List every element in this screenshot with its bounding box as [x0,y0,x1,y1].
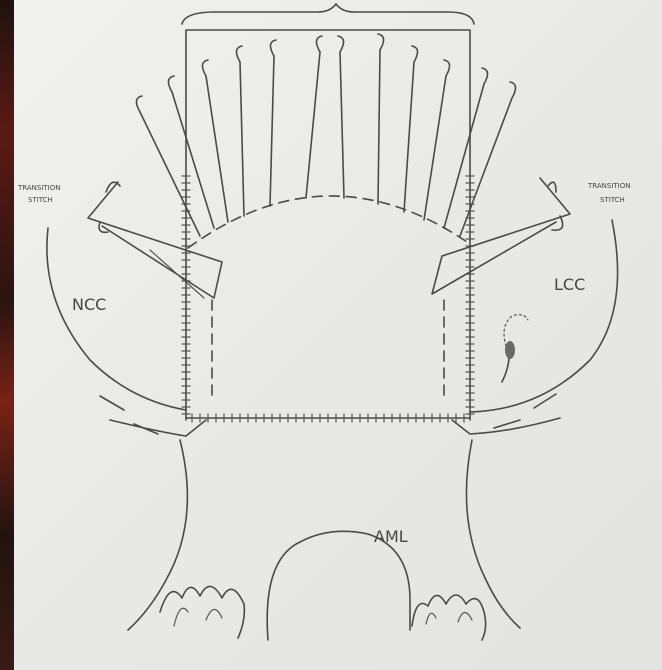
suture-hook [412,46,418,62]
suture-hook [510,82,516,98]
suture-hook [338,36,344,52]
wall-dash-right-2 [494,420,520,428]
suture-hook [444,60,450,76]
pledgeted-suture [140,112,200,236]
pledgeted-suture [378,50,380,204]
lcc-sinus-outline [470,220,618,412]
pledgeted-suture [172,92,214,228]
suture-hook [236,46,242,62]
suture-hook [136,96,142,112]
ventricle-outline-right [466,440,520,628]
label-transition-left-2: STITCH [28,196,53,204]
papillary-right [412,595,486,640]
transition-stitch-left [88,182,222,298]
ncc-sinus-outline [47,228,186,410]
pledgeted-suture [404,62,414,212]
pledgeted-suture [306,52,320,198]
trigone-right [452,418,560,434]
aml-outline [267,531,410,640]
suture-fan [136,34,515,236]
pledgeted-suture [270,56,274,206]
suture-hook [378,34,384,50]
wall-dash-right-1 [534,394,556,408]
ventricle-outline-left [128,440,187,630]
suture-hook [316,36,322,52]
label-transition-left-1: TRANSITION [17,184,60,192]
label-transition-right-2: STITCH [600,196,625,204]
suture-hook [168,76,174,92]
suture-hook [202,60,208,76]
pledgeted-suture [424,76,446,220]
pledgeted-suture [460,98,512,236]
patch-outline [186,30,470,420]
label-transition-right-1: TRANSITION [587,182,630,190]
label-lcc: LCC [554,275,585,294]
top-brace [182,4,474,24]
papillary-left [160,586,244,638]
suture-hook [482,68,488,84]
pledgeted-suture [240,62,244,216]
pledgeted-suture [340,52,344,198]
wall-dash-left-1 [100,396,124,410]
label-aml: AML [374,527,408,546]
pledgeted-suture [444,84,484,228]
label-ncc: NCC [72,295,106,314]
pledgeted-suture [206,76,228,222]
suture-hook [270,40,276,56]
annulus-arc [188,196,470,248]
coronary-ostium-icon [502,315,528,382]
